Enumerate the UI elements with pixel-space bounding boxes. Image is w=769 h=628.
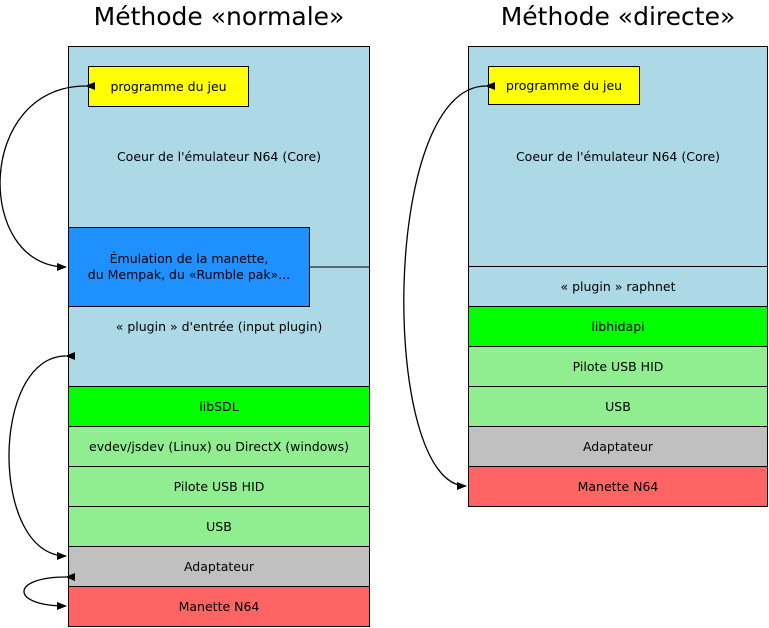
right-core-label: Coeur de l'émulateur N64 (Core) <box>515 149 721 164</box>
right-title: Méthode «directe» <box>500 2 736 31</box>
left-layer-evdev: evdev/jsdev (Linux) ou DirectX (windows) <box>68 426 370 467</box>
left-layer-controller: Manette N64 <box>68 586 370 627</box>
left-layer-libsdl: libSDL <box>68 386 370 427</box>
right-layer-controller: Manette N64 <box>468 466 768 507</box>
right-layer-plugin: « plugin » raphnet <box>468 266 768 307</box>
left-emulation-box: Émulation de la manette, du Mempak, du «… <box>68 227 310 307</box>
left-game-box: programme du jeu <box>88 66 249 107</box>
right-layer-hid-driver: Pilote USB HID <box>468 346 768 387</box>
left-arrow-adapter-controller <box>23 572 76 610</box>
left-core-label: Coeur de l'émulateur N64 (Core) <box>116 149 322 164</box>
left-plugin-label: « plugin » d'entrée (input plugin) <box>115 319 323 334</box>
left-arrow-game-emulation <box>0 81 96 271</box>
left-title: Méthode «normale» <box>93 2 345 31</box>
right-layer-usb: USB <box>468 386 768 427</box>
left-arrow-plugin-adapter <box>8 351 76 560</box>
right-arrow-game-controller <box>403 81 496 490</box>
right-game-box: programme du jeu <box>488 66 640 105</box>
